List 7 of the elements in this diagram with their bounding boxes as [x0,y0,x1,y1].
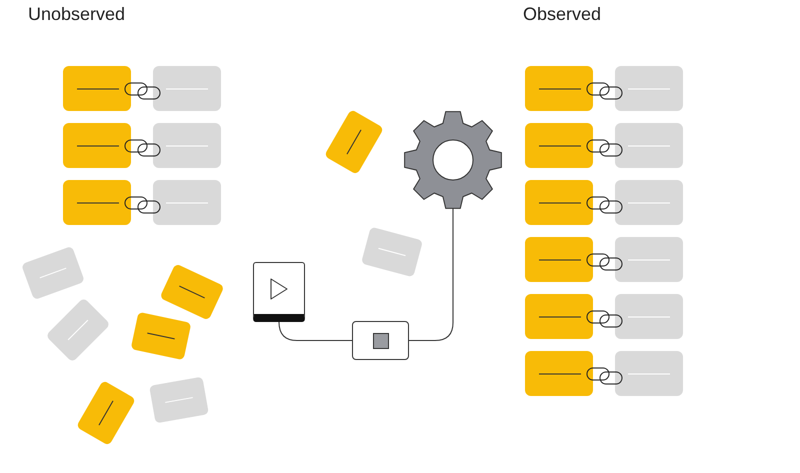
play-button [253,262,305,322]
connector-line [408,208,454,341]
group-heading: Unobserved [28,4,126,25]
gear-icon [403,110,503,210]
stop-button [352,321,409,360]
group-heading: Observed [523,4,602,25]
connector-line [278,322,352,341]
